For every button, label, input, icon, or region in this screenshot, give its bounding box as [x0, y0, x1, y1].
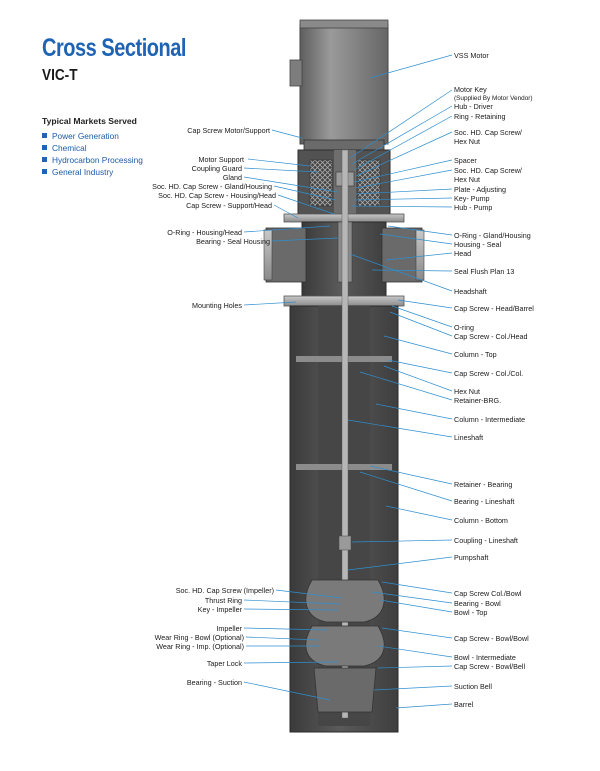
label-barrel: Barrel: [454, 700, 474, 709]
label-mounting-holes: Mounting Holes: [192, 301, 242, 310]
label-column-intermediate: Column - Intermediate: [454, 415, 525, 424]
market-item: Chemical: [42, 142, 143, 154]
label-cap-screw-head-barrel: Cap Screw - Head/Barrel: [454, 304, 534, 313]
market-label: Hydrocarbon Processing: [52, 155, 143, 165]
label-key-pump: Key- Pump: [454, 194, 490, 203]
right-labels: VSS Motor Motor Key (Supplied By Motor V…: [454, 51, 534, 709]
label-cap-screw-motor-support: Cap Screw Motor/Support: [187, 126, 270, 135]
label-vss-motor: VSS Motor: [454, 51, 489, 60]
model-name: VIC-T: [42, 67, 78, 84]
label-taper-lock: Taper Lock: [207, 659, 243, 668]
coupling-lineshaft: [338, 535, 352, 551]
label-cap-screw-col-bowl: Cap Screw Col./Bowl: [454, 589, 522, 598]
label-thrust-ring: Thrust Ring: [205, 596, 242, 605]
label-motor-support: Motor Support: [198, 155, 244, 164]
square-bullet-icon: [42, 169, 47, 175]
markets-heading: Typical Markets Served: [42, 116, 137, 126]
label-key-impeller: Key - Impeller: [198, 605, 243, 614]
label-housing-seal: Housing - Seal: [454, 240, 502, 249]
label-bowl-intermediate: Bowl - Intermediate: [454, 653, 516, 662]
label-soc-hd-cap-screw-1: Soc. HD. Cap Screw/: [454, 128, 522, 137]
label-hex-nut-3: Hex Nut: [454, 387, 480, 396]
label-wear-ring-imp: Wear Ring - Imp. (Optional): [156, 642, 244, 651]
label-impeller: Impeller: [216, 624, 242, 633]
right-leader-lines: [347, 54, 453, 709]
label-coupling-guard: Coupling Guard: [192, 164, 242, 173]
lineshaft: [341, 149, 349, 719]
label-cap-screw-col-head: Cap Screw - Col./Head: [454, 332, 528, 341]
vss-motor: [289, 19, 389, 151]
label-headshaft: Headshaft: [454, 287, 487, 296]
left-leader-lines: [243, 129, 343, 701]
label-soc-hd-cap-screw-gland-housing: Soc. HD. Cap Screw - Gland/Housing: [152, 182, 272, 191]
page-title: Cross Sectional: [42, 34, 186, 62]
label-soc-hd-cap-screw-impeller: Soc. HD. Cap Screw (Impeller): [176, 586, 274, 595]
market-label: General Industry: [52, 167, 114, 177]
label-plate-adjusting: Plate - Adjusting: [454, 185, 506, 194]
label-cap-screw-bowl-bowl: Cap Screw - Bowl/Bowl: [454, 634, 529, 643]
market-label: Power Generation: [52, 131, 119, 141]
label-wear-ring-bowl: Wear Ring - Bowl (Optional): [155, 633, 244, 642]
label-pumpshaft: Pumpshaft: [454, 553, 488, 562]
label-seal-flush-plan: Seal Flush Plan 13: [454, 267, 514, 276]
label-retainer-brg: Retainer-BRG.: [454, 396, 501, 405]
label-hex-nut-2: Hex Nut: [454, 175, 480, 184]
market-item: Hydrocarbon Processing: [42, 154, 143, 166]
label-soc-hd-cap-screw-2: Soc. HD. Cap Screw/: [454, 166, 522, 175]
market-label: Chemical: [52, 143, 87, 153]
label-head: Head: [454, 249, 471, 258]
label-spacer: Spacer: [454, 156, 477, 165]
label-suction-bell: Suction Bell: [454, 682, 492, 691]
square-bullet-icon: [42, 133, 47, 139]
square-bullet-icon: [42, 145, 47, 151]
label-column-bottom: Column - Bottom: [454, 516, 508, 525]
label-cap-screw-col-col: Cap Screw - Col./Col.: [454, 369, 523, 378]
label-hex-nut-1: Hex Nut: [454, 137, 480, 146]
label-o-ring-gland-housing: O-Ring - Gland/Housing: [454, 231, 531, 240]
label-cap-screw-support-head: Cap Screw - Support/Head: [186, 201, 272, 210]
label-bearing-suction: Bearing - Suction: [187, 678, 242, 687]
label-retainer-bearing: Retainer - Bearing: [454, 480, 512, 489]
label-motor-key: Motor Key: [454, 85, 487, 94]
label-hub-driver: Hub - Driver: [454, 102, 493, 111]
label-bearing-bowl: Bearing - Bowl: [454, 599, 501, 608]
label-o-ring-housing-head: O-Ring - Housing/Head: [167, 228, 242, 237]
bowl-assembly: [305, 579, 385, 713]
label-lineshaft: Lineshaft: [454, 433, 483, 442]
left-labels: Cap Screw Motor/Support Motor Support Co…: [152, 126, 276, 687]
label-o-ring: O-ring: [454, 323, 474, 332]
label-column-top: Column - Top: [454, 350, 497, 359]
market-item: General Industry: [42, 166, 143, 178]
label-soc-hd-cap-screw-housing-head: Soc. HD. Cap Screw - Housing/Head: [158, 191, 276, 200]
square-bullet-icon: [42, 157, 47, 163]
markets-panel: Typical Markets Served Power Generation …: [42, 116, 143, 178]
label-motor-key-note: (Supplied By Motor Vendor): [454, 95, 533, 102]
label-cap-screw-bowl-bell: Cap Screw - Bowl/Bell: [454, 662, 526, 671]
label-coupling-lineshaft: Coupling - Lineshaft: [454, 536, 518, 545]
label-gland: Gland: [223, 173, 242, 182]
label-hub-pump: Hub - Pump: [454, 203, 492, 212]
label-bearing-seal-housing: Bearing - Seal Housing: [196, 237, 270, 246]
label-bearing-lineshaft: Bearing - Lineshaft: [454, 497, 514, 506]
label-ring-retaining: Ring - Retaining: [454, 112, 506, 121]
market-item: Power Generation: [42, 130, 143, 142]
label-bowl-top: Bowl - Top: [454, 608, 487, 617]
